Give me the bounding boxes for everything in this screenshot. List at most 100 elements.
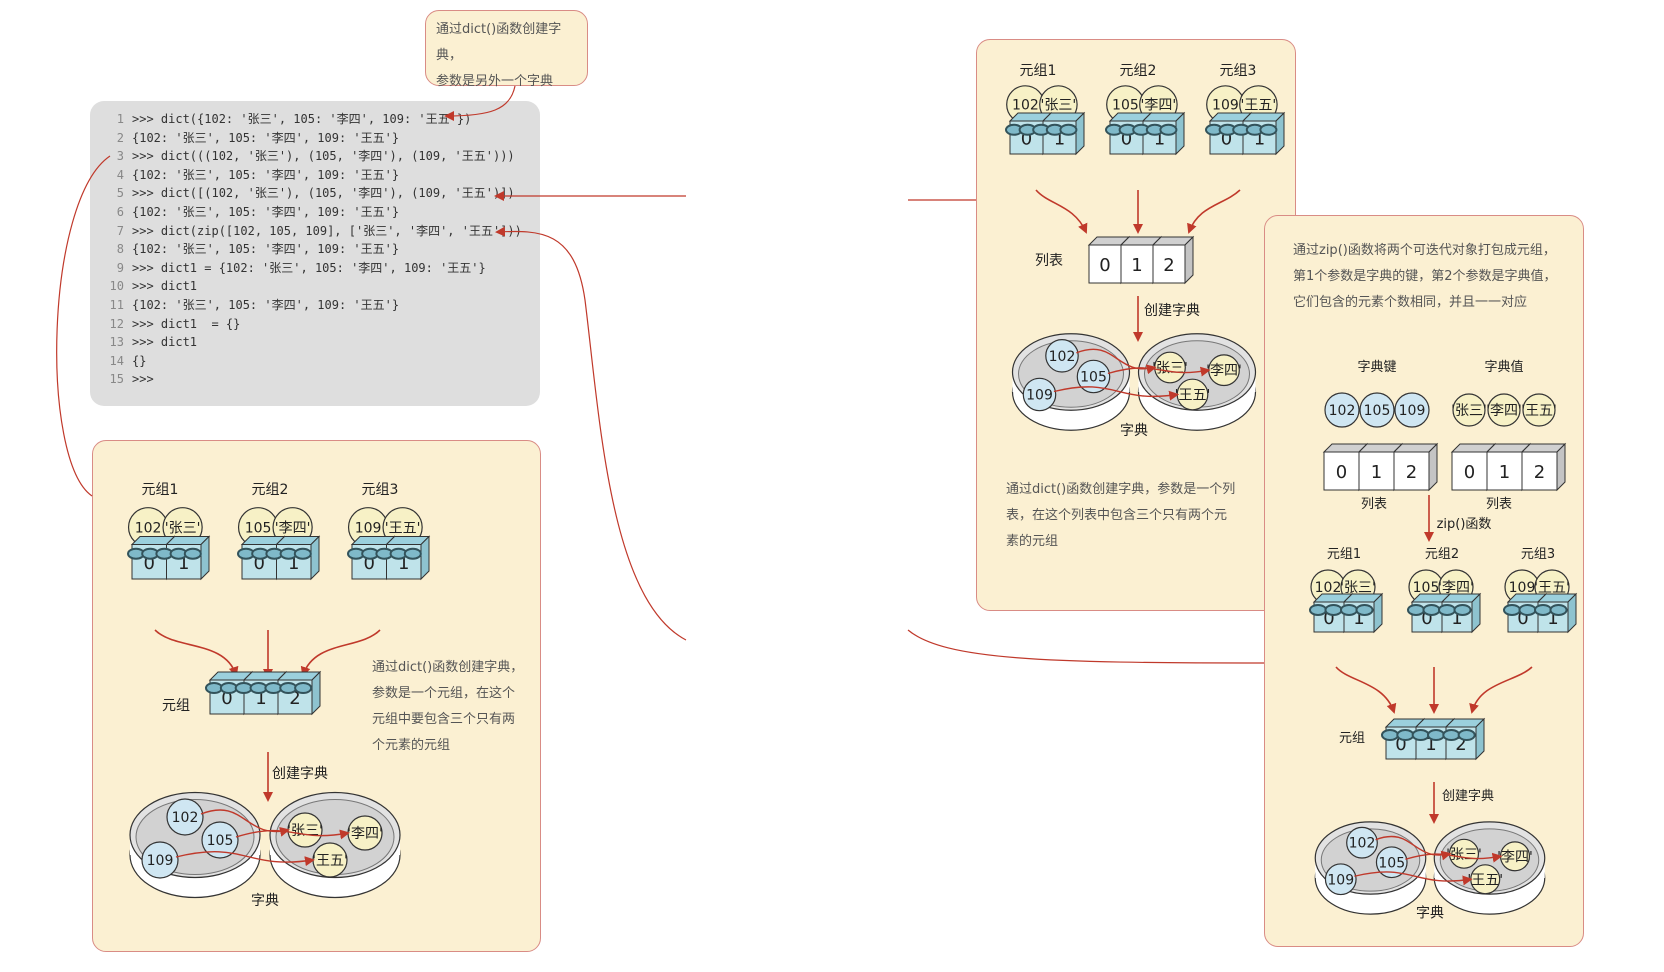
code-line: 10>>> dict1 (109, 279, 198, 294)
tuple-note: 通过dict()函数创建字典， 参数是一个元组，在这个 元组中要包含三个只有两 … (372, 660, 524, 753)
zip-value-ball (1452, 393, 1486, 427)
cell-index: 0 (221, 688, 232, 709)
key-ball-label: 109 (355, 520, 382, 536)
connector-arrows (56, 85, 687, 641)
connector-line (56, 155, 111, 497)
dict-key (1045, 338, 1079, 373)
callout-line: 通过dict()函数创建字典， (436, 22, 562, 63)
zip-value-ball-label: '李四' (1486, 403, 1522, 419)
key-ball-label: 109 (1509, 580, 1536, 596)
chain-link (1422, 604, 1441, 616)
chain-link (1457, 729, 1476, 741)
dict-keys-label: 字典键 (1357, 360, 1396, 375)
cell-index: 2 (1455, 734, 1466, 755)
arrow (495, 226, 687, 641)
value-ball-label: '王五' (1241, 98, 1277, 114)
dict-key (1375, 846, 1408, 879)
cell-index: 0 (1099, 255, 1110, 276)
chain-link (205, 682, 223, 694)
code-line: 12>>> dict1 = {} (109, 316, 241, 331)
cell-index: 2 (289, 688, 300, 709)
zip-key-ball (1359, 392, 1395, 428)
tuple-label: 元组 (1339, 731, 1365, 746)
arrow (300, 629, 381, 677)
create-dict-label: 创建字典 (1442, 789, 1494, 804)
dict-key-label: 109 (147, 853, 174, 869)
code-line: 7>>> dict(zip([102, 105, 109], ['张三', '李… (116, 223, 522, 238)
cell-index: 1 (288, 553, 299, 574)
dict-key (201, 821, 239, 859)
dict-key (1076, 359, 1111, 394)
list-label: 列表 (1486, 497, 1512, 512)
key-ball-label: 102 (1315, 580, 1342, 596)
cell-index: 1 (1451, 608, 1462, 629)
chain-link (234, 682, 253, 694)
chain-link (1411, 729, 1430, 741)
dict-key-label: 109 (1327, 872, 1354, 888)
dict-value-label: '张三' (1152, 361, 1188, 377)
dict-value-label: '李四' (1206, 363, 1242, 379)
chain-link (1407, 604, 1425, 616)
cell-index: 1 (1425, 734, 1436, 755)
arrow (1354, 871, 1473, 886)
cell-index: 1 (1131, 255, 1142, 276)
cell-index: 1 (178, 553, 189, 574)
cell-side (1175, 111, 1185, 156)
cell-face (1486, 451, 1523, 491)
tuple-title: 元组1 (1020, 63, 1057, 79)
dict-key-label: 109 (1026, 388, 1053, 404)
cell-side (311, 670, 321, 716)
chain-link (1259, 123, 1278, 136)
cell-face (1521, 451, 1558, 491)
cell-side (1428, 442, 1438, 492)
cell-index: 2 (1406, 462, 1417, 483)
cell-side (1275, 111, 1285, 156)
dict-value-label: '张三' (287, 823, 323, 839)
code-line: 15>>> (109, 372, 154, 387)
arrow (1053, 386, 1180, 401)
arrow (1375, 835, 1452, 861)
arrow (1107, 366, 1211, 377)
arrow (1405, 852, 1503, 863)
value-ball-label: '张三' (1340, 580, 1376, 596)
cell-index: 0 (364, 553, 375, 574)
cell-index: 1 (1547, 608, 1558, 629)
chain-link (1549, 604, 1568, 616)
chain-link (1340, 604, 1358, 616)
arrow (235, 829, 350, 840)
value-ball-label: '张三' (165, 520, 201, 536)
cell-side (1184, 235, 1194, 285)
dict-value-label: '王五' (1175, 388, 1211, 404)
code-line: 2{102: '张三', 105: '李四', 109: '王五'} (116, 130, 400, 145)
key-ball-label: 109 (1212, 98, 1239, 114)
connector-line (907, 629, 1265, 664)
cell-side (1075, 111, 1085, 156)
chain-link (1381, 729, 1399, 741)
cell-index: 1 (1154, 129, 1165, 150)
chain-link (403, 547, 422, 560)
chain-link (294, 682, 313, 694)
chain-link (279, 682, 298, 694)
tuple-title: 元组2 (252, 482, 289, 498)
value-ball-label: '张三' (1041, 98, 1077, 114)
cell-index: 0 (1421, 608, 1432, 629)
cell-index: 2 (1534, 462, 1545, 483)
tuple-label: 元组 (162, 698, 190, 714)
tuple-title: 元组1 (142, 482, 179, 498)
value-ball-label: '李四' (275, 520, 311, 536)
right-page: 通过dict()函数创建字典，参数是一个列 表，在这个列表中包含三个只有两个元 … (804, 0, 1664, 972)
cell-index: 0 (254, 553, 265, 574)
dict-values-label: 字典值 (1484, 359, 1523, 375)
arrow (444, 85, 516, 121)
cell-index: 1 (255, 688, 266, 709)
code-line: 8{102: '张三', 105: '李四', 109: '王五'} (116, 242, 400, 257)
connector-arrows (907, 199, 1265, 664)
dict-key-label: 102 (1049, 349, 1076, 365)
code-block: 1>>> dict({102: '张三', 105: '李四', 109: '王… (90, 101, 540, 406)
tuple-title: 元组1 (1327, 547, 1361, 562)
chain-link (264, 682, 283, 694)
callout-line: 参数是另外一个字典 (436, 74, 554, 89)
cell-index: 0 (1395, 734, 1406, 755)
